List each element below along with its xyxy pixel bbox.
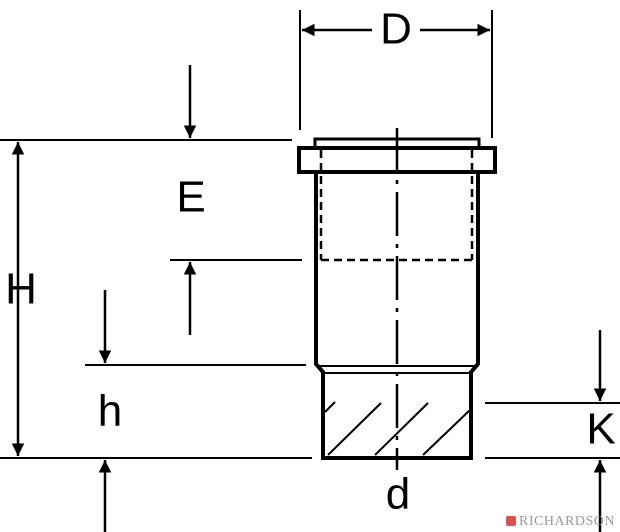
label-h: h [98,387,122,436]
watermark-text: RICHARDSON [519,514,616,529]
hatching [324,401,471,456]
label-d: d [386,470,410,519]
hidden-socket-lines [319,150,474,262]
dimension-arrows [11,23,607,532]
watermark: RICHARDSON [506,514,615,530]
label-E: E [176,173,205,222]
pipe-drawing [0,10,620,532]
label-D: D [380,5,412,54]
richardson-logo-icon [506,516,516,526]
extension-lines [0,10,620,459]
label-H: H [5,265,37,314]
label-K: K [586,405,615,454]
